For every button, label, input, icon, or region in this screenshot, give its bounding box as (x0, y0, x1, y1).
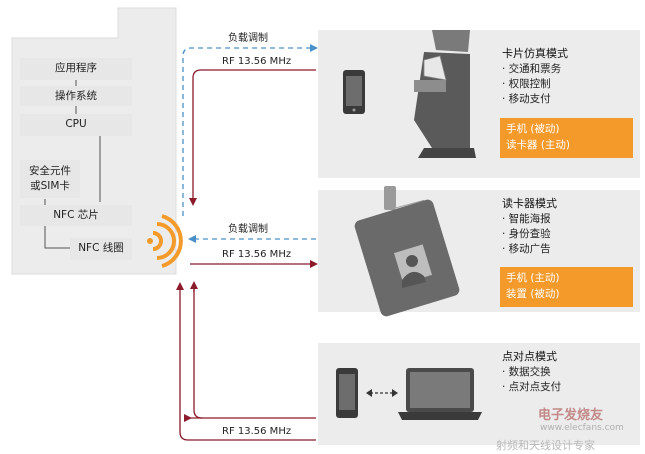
feature-item: · 移动支付 (502, 93, 551, 105)
badge-icon (354, 186, 460, 317)
feature-item: · 身份查验 (502, 228, 551, 240)
stack-box-applications: 应用程序 (20, 58, 132, 80)
mode-title-reader: 读卡器模式 (502, 197, 557, 210)
feature-item: · 点对点支付 (502, 381, 562, 393)
role-badge-card-emulation: 手机 (被动) 读卡器 (主动) (500, 118, 633, 158)
feature-item: · 智能海报 (502, 213, 551, 225)
mode-features-p2p: · 数据交换 · 点对点支付 (502, 365, 561, 395)
role-text: 读卡器 (主动) (506, 139, 571, 151)
stack-connector (44, 226, 70, 249)
nfc-waves-icon (147, 214, 183, 268)
stack-box-os: 操作系统 (20, 86, 132, 106)
watermark-url: www.elecfans.com (540, 423, 624, 433)
kiosk-icon (414, 30, 476, 158)
rf-line-3a (193, 283, 203, 419)
phone-icon (336, 368, 358, 418)
load-modulation-line-1 (182, 44, 318, 216)
device-panel (11, 7, 177, 275)
rf-line-1 (189, 69, 316, 206)
rf-label-2: RF 13.56 MHz (222, 249, 292, 260)
load-modulation-label-1: 负载调制 (228, 33, 268, 44)
stack-box-nfc-chip: NFC 芯片 (20, 205, 132, 226)
stack-box-cpu: CPU (20, 114, 132, 136)
watermark-tagline: 射频和天线设计专家 (496, 439, 595, 452)
mode-title-card-emulation: 卡片仿真模式 (502, 47, 568, 60)
role-text: 装置 (被动) (506, 288, 560, 300)
feature-item: · 交通和票务 (502, 63, 562, 75)
rf-label-1: RF 13.56 MHz (222, 56, 292, 67)
feature-item: · 移动广告 (502, 243, 551, 255)
role-text: 手机 (被动) (506, 123, 560, 135)
double-arrow-icon (366, 389, 398, 397)
feature-item: · 权限控制 (502, 78, 551, 90)
role-badge-reader: 手机 (主动) 装置 (被动) (500, 267, 633, 307)
rf-label-3: RF 13.56 MHz (222, 426, 292, 437)
mode-features-reader: · 智能海报 · 身份查验 · 移动广告 (502, 212, 551, 257)
stack-box-nfc-coil: NFC 线圈 (70, 238, 132, 260)
watermark-brand: 电子发烧友 (538, 408, 604, 423)
feature-item: · 数据交换 (502, 366, 551, 378)
rf-line-3b (176, 282, 316, 441)
laptop-icon (398, 368, 482, 420)
mode-title-p2p: 点对点模式 (502, 350, 557, 363)
mode-features-card-emulation: · 交通和票务 · 权限控制 · 移动支付 (502, 62, 561, 107)
stack-box-secure-element: 安全元件 或SIM卡 (20, 160, 80, 198)
phone-icon (343, 70, 365, 114)
role-text: 手机 (主动) (506, 272, 560, 284)
load-modulation-label-2: 负载调制 (228, 224, 268, 235)
